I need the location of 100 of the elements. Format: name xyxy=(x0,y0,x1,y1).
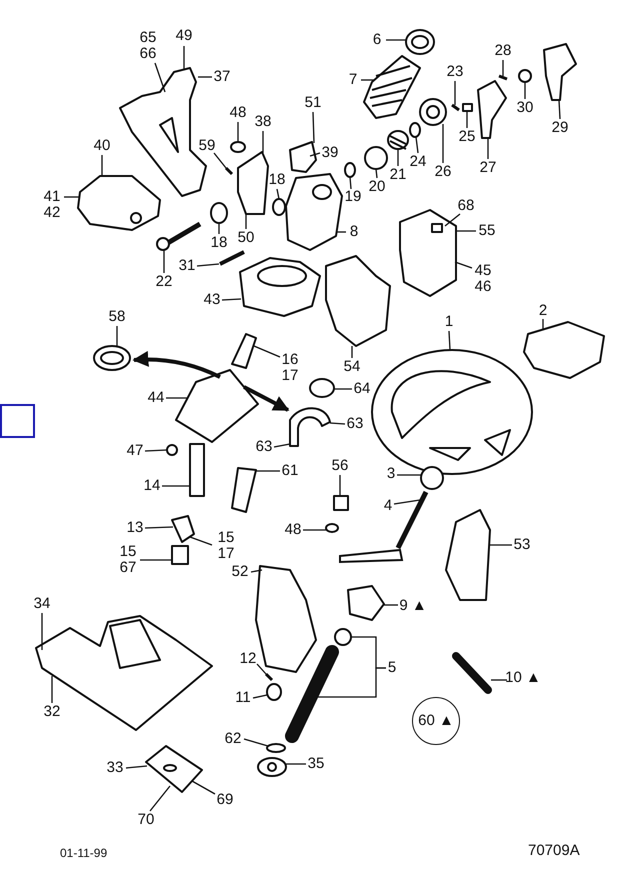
bolt-drawing xyxy=(156,222,202,251)
callout-number: 13 xyxy=(126,520,144,536)
callout-number: 38 xyxy=(254,114,272,130)
nut-drawing xyxy=(334,628,352,646)
leader-line xyxy=(162,485,191,487)
lever-drawing xyxy=(477,80,507,139)
callout-number: 63 xyxy=(256,439,272,455)
callout-number: 62 xyxy=(224,731,242,747)
clamp-drawing xyxy=(93,345,131,371)
callout-number: 24 xyxy=(410,154,426,170)
callout-number: 35 xyxy=(308,756,324,772)
callout-number: 68 xyxy=(458,198,474,214)
tube-drawing xyxy=(231,467,257,513)
leader-line xyxy=(542,319,544,329)
callout-number: 2 xyxy=(538,303,548,319)
callout-number: 56 xyxy=(332,458,348,474)
switch-drawing xyxy=(171,515,195,543)
callout-number: 9 ▲ xyxy=(399,598,427,614)
leader-line xyxy=(351,346,353,358)
clip-drawing xyxy=(333,495,349,511)
assembly-arrow xyxy=(132,351,221,379)
leader-line xyxy=(415,136,419,154)
nut-drawing xyxy=(462,103,473,112)
callout-number: 32 xyxy=(44,704,60,720)
shroud-drawing xyxy=(445,509,491,601)
leader-line xyxy=(250,569,262,573)
shroud-drawing xyxy=(255,565,317,673)
callout-number: 20 xyxy=(368,179,386,195)
callout-number: 19 xyxy=(344,189,362,205)
leader-line xyxy=(444,214,460,226)
leader-line xyxy=(116,326,118,346)
leader-line xyxy=(339,475,341,496)
leader-line xyxy=(183,46,185,70)
nut-drawing xyxy=(166,444,178,456)
leader-line xyxy=(256,664,266,674)
callout-number: 44 xyxy=(148,390,164,406)
callout-number: 40 xyxy=(94,138,110,154)
assembly-arrow xyxy=(243,385,290,412)
leader-line xyxy=(489,544,512,546)
leader-line xyxy=(454,81,456,105)
date-code: 01-11-99 xyxy=(60,846,108,860)
callout-number: 45 46 xyxy=(472,263,494,295)
spring-drawing xyxy=(387,130,409,150)
callout-number: 15 17 xyxy=(215,530,237,562)
lock-cylinder-drawing xyxy=(452,652,492,694)
callout-number: 69 xyxy=(216,792,234,808)
callout-number: 7 xyxy=(348,72,358,88)
leader-line xyxy=(276,188,280,200)
leader-line xyxy=(222,298,242,301)
callout-number: 1 xyxy=(444,314,454,330)
o-ring-drawing xyxy=(266,743,286,753)
leader-line xyxy=(361,79,374,81)
leader-line xyxy=(454,261,472,269)
universal-joint-drawing xyxy=(231,333,257,369)
leader-line xyxy=(274,443,290,448)
callout-number: 59 xyxy=(198,138,216,154)
screw-drawing xyxy=(451,104,460,112)
leader-line xyxy=(64,196,80,198)
leader-line xyxy=(318,667,386,698)
leader-line xyxy=(150,786,170,812)
callout-number: 55 xyxy=(478,223,496,239)
leader-line xyxy=(383,604,398,606)
housing-drawing xyxy=(285,173,343,251)
leader-line xyxy=(303,529,326,531)
callout-number: 10 ▲ xyxy=(505,670,541,686)
leader-line xyxy=(244,738,268,747)
callout-number: 51 xyxy=(304,95,322,111)
washer-drawing xyxy=(272,198,286,216)
cross-member-drawing xyxy=(77,175,161,231)
leader-line xyxy=(286,763,306,765)
callout-number: 61 xyxy=(282,463,298,479)
leader-line xyxy=(491,679,507,681)
ring-drawing xyxy=(309,378,335,398)
callout-number: 53 xyxy=(514,537,530,553)
leader-line xyxy=(386,39,406,41)
leader-line xyxy=(196,263,220,267)
leader-line xyxy=(558,100,561,120)
cover-drawing xyxy=(325,255,391,347)
leader-line xyxy=(397,149,399,166)
callout-number: 33 xyxy=(106,760,124,776)
leader-line xyxy=(330,422,346,425)
callout-number: 43 xyxy=(204,292,220,308)
leader-line xyxy=(456,230,476,232)
leader-line xyxy=(394,499,420,505)
leader-line xyxy=(190,536,212,546)
callout-number: 4 xyxy=(384,498,392,514)
rivet-drawing xyxy=(498,74,508,80)
leader-line xyxy=(334,388,352,390)
callout-number: 18 xyxy=(268,172,286,188)
airbag-pad-drawing xyxy=(523,321,605,379)
callout-number: 14 xyxy=(144,478,160,494)
leader-line xyxy=(254,345,280,358)
leader-line xyxy=(144,449,168,452)
callout-circle: 60 ▲ xyxy=(412,697,460,745)
callout-number: 37 xyxy=(214,69,230,85)
lock-housing-drawing xyxy=(347,585,385,621)
bellows-drawing xyxy=(363,55,421,119)
leader-line xyxy=(337,231,346,233)
callout-number: 31 xyxy=(178,258,196,274)
leader-line xyxy=(198,76,212,78)
